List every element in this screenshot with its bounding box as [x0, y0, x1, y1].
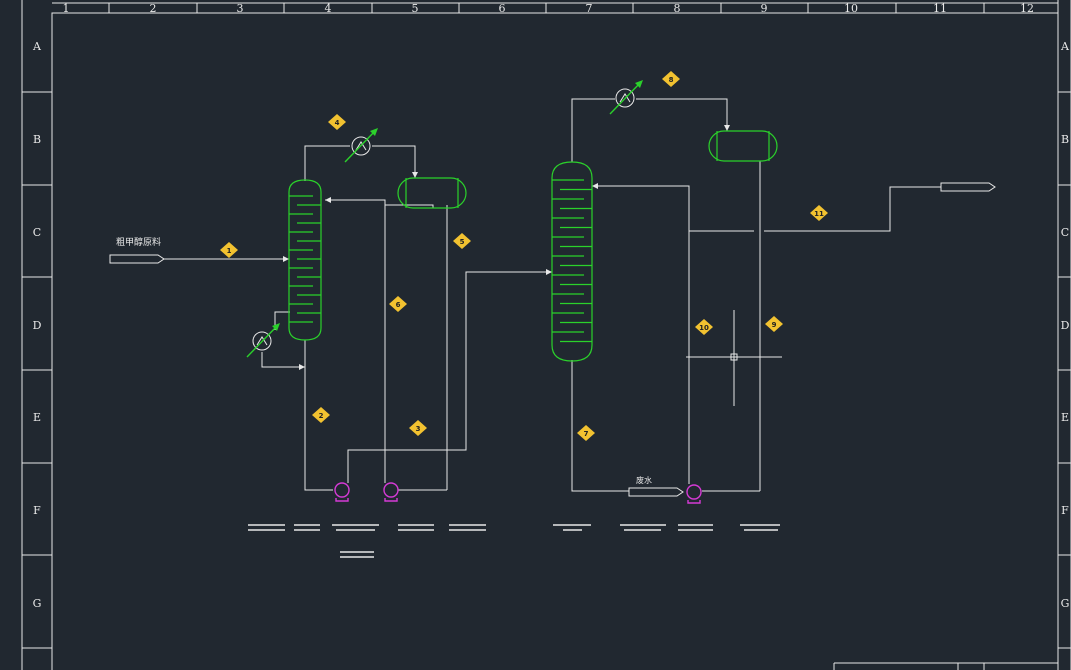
reboiler1-feed-line: [261, 352, 305, 368]
col1-overhead-line: [304, 145, 350, 181]
row-label-left: F: [33, 504, 41, 517]
condenser1-to-drum-line: [372, 145, 416, 178]
row-label-left: A: [32, 40, 42, 53]
product-line-right: [764, 186, 941, 232]
pump-1-icon: [334, 482, 350, 502]
equipment-tag-bars: [248, 524, 780, 558]
condenser2-to-drum-line: [636, 98, 728, 131]
stream-tag-8: 8: [662, 71, 680, 87]
svg-text:6: 6: [396, 301, 401, 309]
pump-2-icon: [383, 482, 399, 502]
column-label: 1: [63, 2, 70, 15]
svg-text:1: 1: [227, 247, 232, 255]
column-label: 11: [933, 2, 947, 15]
stream-tag-2: 2: [312, 407, 330, 423]
reflux-drum-2: [708, 130, 778, 162]
pump-3-icon: [686, 484, 702, 504]
stream-tag-9: 9: [765, 316, 783, 332]
svg-text:10: 10: [699, 324, 709, 332]
distillation-column-2: [551, 161, 593, 362]
stream-tag-11: 11: [810, 205, 828, 221]
svg-text:9: 9: [772, 321, 777, 329]
svg-text:11: 11: [814, 210, 824, 218]
condenser-2-icon: [609, 80, 643, 115]
col2-bottoms-line: [571, 360, 629, 492]
wastewater-label: 废水: [636, 475, 652, 485]
stream-tag-10: 10: [695, 319, 713, 335]
row-dividers: [22, 91, 1071, 649]
row-label-right: F: [1061, 504, 1069, 517]
svg-text:7: 7: [584, 430, 589, 438]
wastewater-outlet-arrow: [628, 487, 684, 497]
stream-tag-5: 5: [453, 233, 471, 249]
column-labels: 1 2 3 4 5 6 7 8 9 10 11 12: [63, 2, 1035, 15]
col2-overhead-line: [571, 98, 615, 162]
row-label-left: G: [33, 597, 42, 610]
row-label-right: B: [1061, 133, 1069, 146]
row-label-left: B: [33, 133, 41, 146]
column-label: 7: [586, 2, 593, 15]
cad-crosshair-box: [730, 353, 738, 361]
row-label-left: D: [33, 319, 42, 332]
column-label: 4: [325, 2, 332, 15]
inner-border: [51, 12, 1059, 670]
stream-tags: 1 2 3 4 5 6 7 8 9 10 11: [220, 71, 828, 441]
row-label-right: D: [1061, 319, 1070, 332]
column-label: 2: [150, 2, 157, 15]
row-label-left: C: [33, 226, 41, 239]
reflux1-line: [325, 199, 434, 208]
col1-bottoms-line: [304, 340, 333, 491]
distillation-column-1: [288, 179, 322, 341]
row-label-right: E: [1061, 411, 1069, 424]
column-label: 12: [1020, 2, 1034, 15]
column-label: 5: [412, 2, 419, 15]
condenser-1-icon: [344, 128, 378, 163]
row-label-right: G: [1061, 597, 1070, 610]
column-label: 6: [499, 2, 506, 15]
stream-tag-6: 6: [389, 296, 407, 312]
transfer-to-col2-line: [347, 271, 552, 483]
svg-text:5: 5: [460, 238, 465, 246]
column-label: 8: [674, 2, 681, 15]
row-label-right: C: [1061, 226, 1069, 239]
flow-arrowheads: [283, 125, 730, 370]
reflux2-line: [592, 185, 690, 484]
feed-label: 粗甲醇原料: [116, 236, 161, 248]
stream-tag-3: 3: [409, 420, 427, 436]
reboiler-1-icon: [246, 323, 280, 358]
feed-inlet-arrow: [109, 254, 165, 264]
row-label-right: A: [1060, 40, 1070, 53]
stream-tag-4: 4: [328, 114, 346, 130]
svg-text:3: 3: [416, 425, 421, 433]
drawing-frame: [21, 0, 1071, 670]
process-piping: [109, 98, 996, 497]
column-label: 3: [237, 2, 244, 15]
svg-text:4: 4: [335, 119, 340, 127]
svg-text:8: 8: [669, 76, 674, 84]
column-dividers: [108, 3, 985, 13]
column-label: 9: [761, 2, 768, 15]
reboiler1-return-line: [274, 311, 290, 330]
product-outlet-arrow: [940, 182, 996, 192]
stream-tag-1: 1: [220, 242, 238, 258]
svg-text:2: 2: [319, 412, 324, 420]
row-label-left: E: [33, 411, 41, 424]
stream-tag-7: 7: [577, 425, 595, 441]
row-labels: A B C D E F G A B C D E F G: [32, 40, 1070, 610]
reflux-drum-1: [397, 177, 467, 209]
column-label: 10: [844, 2, 858, 15]
